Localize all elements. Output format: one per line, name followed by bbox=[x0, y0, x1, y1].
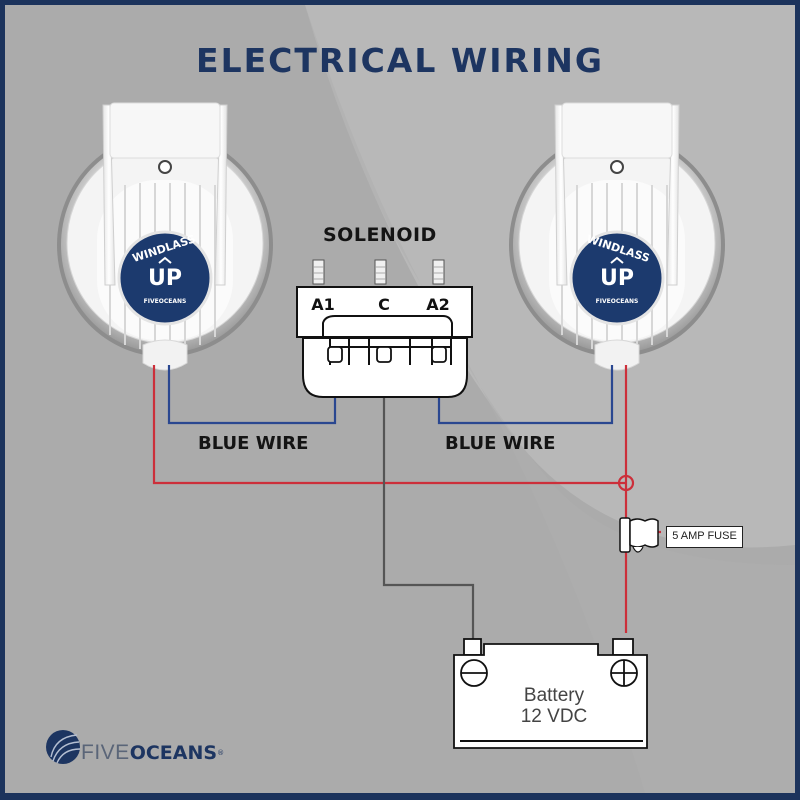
junction-icon bbox=[617, 474, 635, 492]
negative-terminal-icon bbox=[460, 659, 488, 687]
battery-voltage: 12 VDC bbox=[520, 706, 588, 727]
up-arrow-icon bbox=[610, 256, 624, 264]
switch-right-brand: FIVEOCEANS bbox=[596, 298, 639, 305]
solenoid: A1 C A2 bbox=[296, 259, 473, 398]
bg-panel-mid bbox=[305, 5, 795, 793]
positive-terminal-icon bbox=[610, 659, 638, 687]
fiveoceans-logo-icon bbox=[46, 730, 81, 764]
brand-logo: FIVE OCEANS ® bbox=[47, 736, 224, 770]
wiring-diagram: WINDLASS UP FIVEOCEANS WINDLASS UP FIVEO… bbox=[46, 5, 795, 793]
up-arrow-icon bbox=[158, 256, 172, 264]
logo-oceans: OCEANS bbox=[129, 742, 218, 764]
switch-right-up-text: UP bbox=[600, 266, 634, 291]
terminal-a1-label: A1 bbox=[311, 295, 335, 314]
solenoid-posts bbox=[312, 259, 445, 285]
page-title: ELECTRICAL WIRING bbox=[196, 41, 604, 80]
solenoid-title: SOLENOID bbox=[323, 224, 437, 246]
positive-wire-left bbox=[152, 365, 626, 485]
fuse-label: 5 AMP FUSE bbox=[666, 526, 743, 548]
terminal-c-label: C bbox=[378, 295, 390, 314]
diagram-canvas: WINDLASS UP FIVEOCEANS WINDLASS UP FIVEO… bbox=[5, 5, 795, 793]
blue-wire-label-left: BLUE WIRE bbox=[198, 433, 309, 454]
post-threads bbox=[313, 266, 444, 280]
fuse-holder-icon bbox=[619, 517, 659, 553]
logo-five: FIVE bbox=[81, 741, 130, 764]
solenoid-terminals bbox=[327, 346, 447, 363]
battery-label: Battery bbox=[523, 685, 585, 706]
logo-registered: ® bbox=[217, 749, 225, 757]
battery bbox=[453, 638, 648, 749]
switch-left-up-text: UP bbox=[148, 266, 182, 291]
ground-wire bbox=[382, 360, 475, 639]
terminal-a2-label: A2 bbox=[426, 295, 450, 314]
blue-wire-label-right: BLUE WIRE bbox=[445, 433, 556, 454]
switch-left-brand: FIVEOCEANS bbox=[144, 298, 187, 305]
switch-left bbox=[55, 101, 275, 372]
